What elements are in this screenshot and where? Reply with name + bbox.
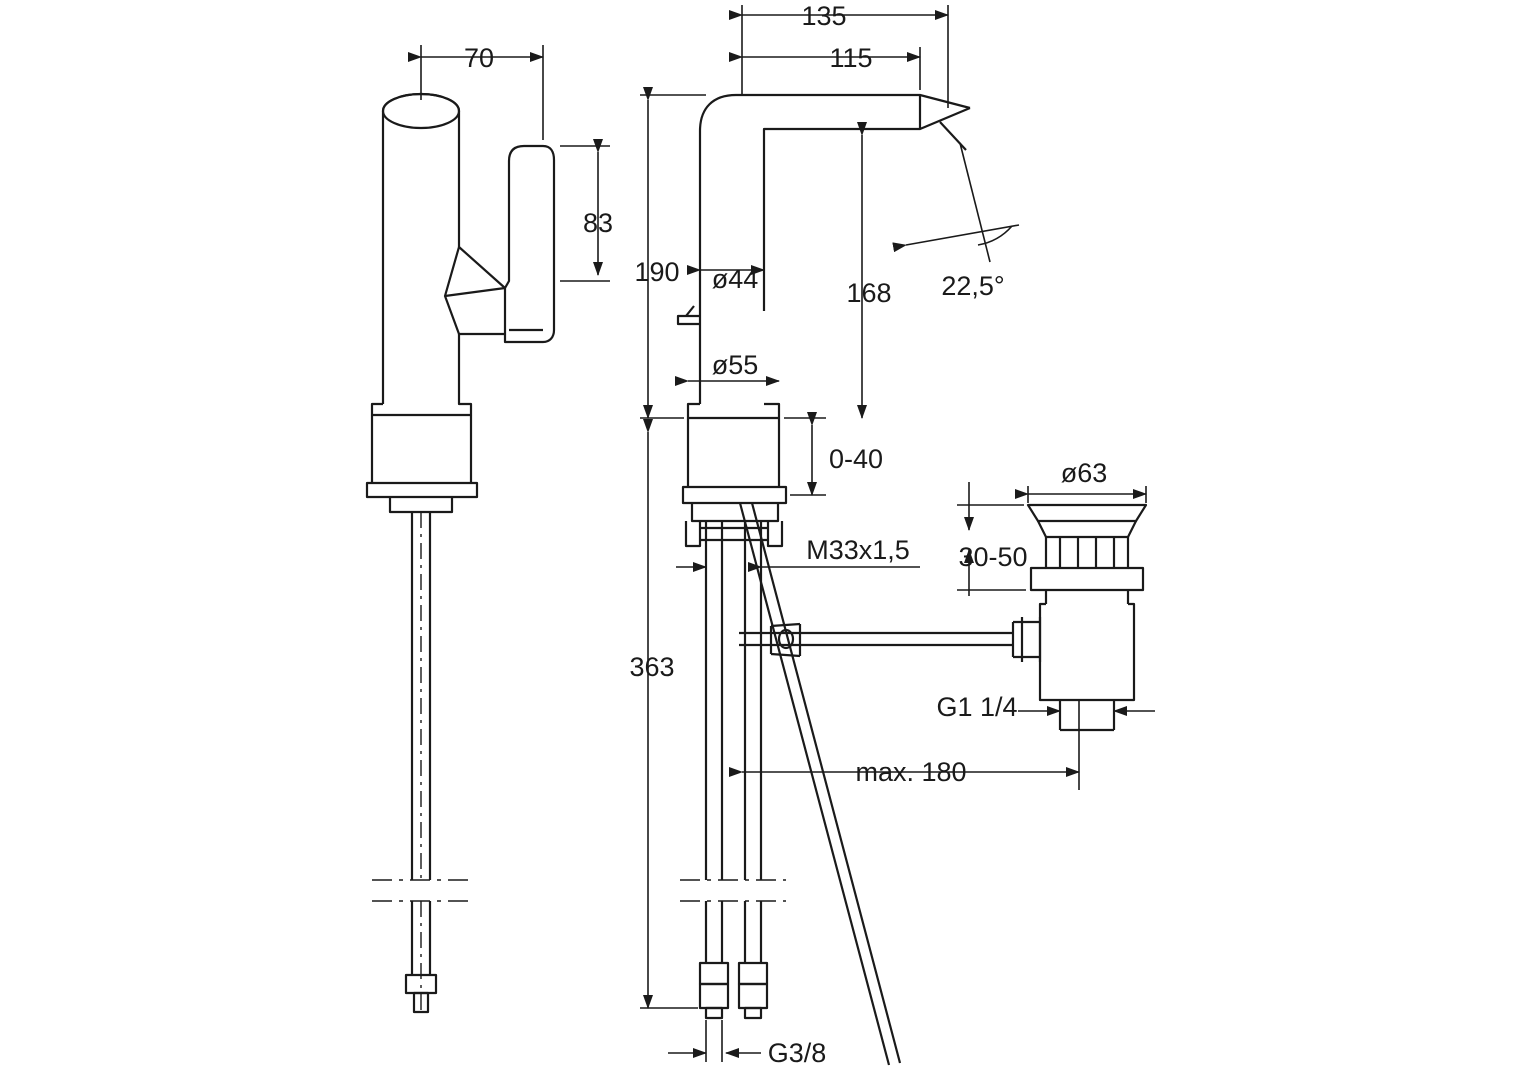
dim-135-label: 135 bbox=[801, 1, 846, 31]
dim-angle-label: 22,5° bbox=[941, 271, 1004, 301]
dim-115-line bbox=[729, 47, 921, 90]
waste-valve-view bbox=[1011, 503, 1148, 732]
dim-30-50-line bbox=[957, 482, 1026, 596]
dim-83-line bbox=[560, 139, 610, 282]
dim-363-label: 363 bbox=[629, 652, 674, 682]
dim-83-label: 83 bbox=[583, 208, 613, 238]
dim-g38-label: G3/8 bbox=[768, 1038, 827, 1068]
dim-190-label: 190 bbox=[634, 257, 679, 287]
dim-70-label: 70 bbox=[464, 43, 494, 73]
dim-d63-line bbox=[1015, 486, 1147, 503]
dim-168-label: 168 bbox=[846, 278, 891, 308]
dim-70-line bbox=[408, 45, 544, 140]
dim-0-40-line bbox=[784, 412, 826, 496]
dim-135-line bbox=[729, 5, 949, 108]
dim-g38-line bbox=[668, 1020, 761, 1062]
dim-g114-label: G1 1/4 bbox=[936, 692, 1017, 722]
dim-max180-label: max. 180 bbox=[855, 757, 966, 787]
dim-30-50-label: 30-50 bbox=[958, 542, 1027, 572]
dim-d63-label: ø63 bbox=[1061, 458, 1108, 488]
dim-g114-line bbox=[1018, 700, 1155, 722]
dim-190-line bbox=[640, 87, 706, 419]
dim-angle-arc bbox=[892, 142, 1020, 263]
dim-max180-line bbox=[729, 700, 1080, 790]
dim-363-line bbox=[640, 419, 698, 1009]
dim-m33-label: M33x1,5 bbox=[806, 535, 910, 565]
front-view bbox=[676, 93, 1013, 1066]
dim-0-40-label: 0-40 bbox=[829, 444, 883, 474]
side-view bbox=[365, 92, 556, 1014]
dim-d55-label: ø55 bbox=[712, 350, 759, 380]
dim-115-label: 115 bbox=[829, 43, 872, 73]
dim-d44-label: ø44 bbox=[712, 264, 759, 294]
